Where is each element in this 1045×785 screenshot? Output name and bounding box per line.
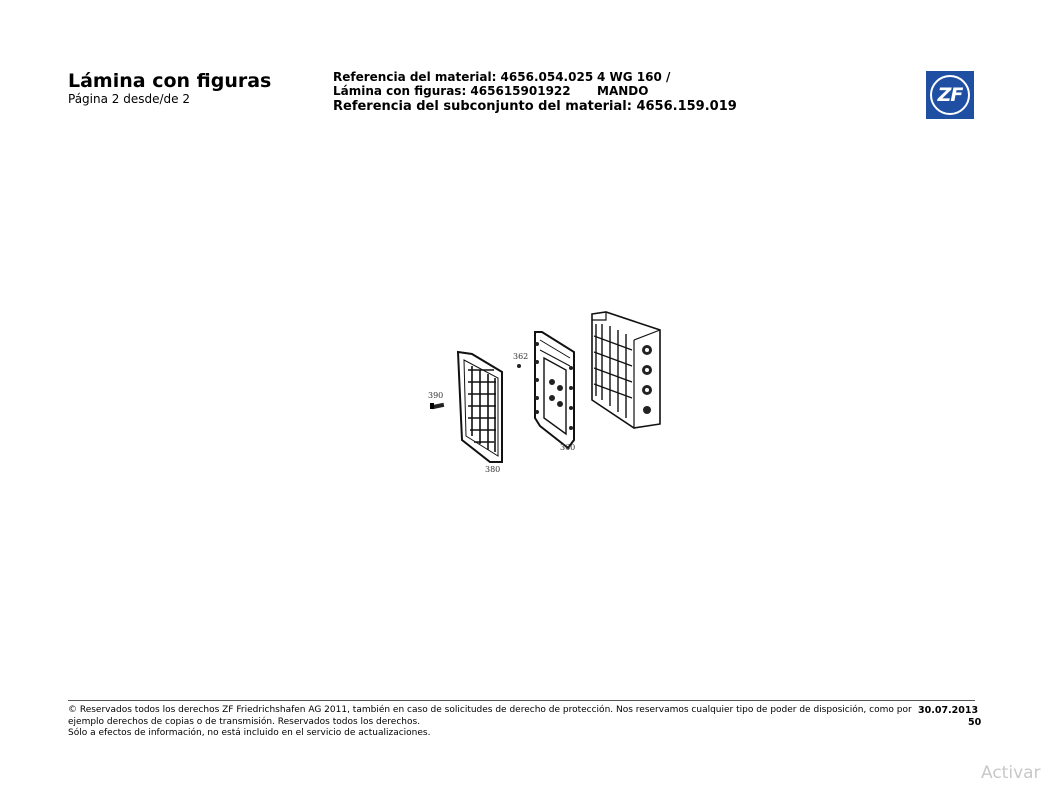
figure-sheet-reference: Lámina con figuras: 465615901922 <box>333 84 571 98</box>
callout-362: 362 <box>513 352 528 361</box>
bolt-390 <box>430 402 445 410</box>
subassembly-reference: Referencia del subconjunto del material:… <box>333 99 737 114</box>
activation-watermark: Activar <box>981 763 1041 783</box>
model-line-2: MANDO <box>597 84 649 98</box>
callout-380: 380 <box>485 465 500 474</box>
callout-360: 360 <box>560 443 575 452</box>
footer-divider <box>68 700 975 701</box>
material-reference: Referencia del material: 4656.054.025 <box>333 70 594 84</box>
footer-date: 30.07.2013 <box>918 705 979 716</box>
model-line-1: 4 WG 160 / <box>597 70 671 84</box>
footer-disclaimer: Sólo a efectos de información, no está i… <box>68 728 431 738</box>
page-title: Lámina con figuras <box>68 70 272 92</box>
exploded-parts-drawing: 390 380 362 360 <box>428 311 661 474</box>
footer-page-number: 50 <box>968 717 982 728</box>
plate-380 <box>456 350 503 463</box>
footer-copyright-line-1: © Reservados todos los derechos ZF Fried… <box>68 705 912 715</box>
footer-copyright-line-2: ejemplo derechos de copias o de transmis… <box>68 717 421 727</box>
plate-360 <box>534 331 575 450</box>
valve-block <box>591 311 661 429</box>
callout-390: 390 <box>428 391 443 400</box>
zf-logo: ZF <box>926 71 974 119</box>
page-subtitle: Página 2 desde/de 2 <box>68 92 190 106</box>
ball-362 <box>517 364 521 368</box>
